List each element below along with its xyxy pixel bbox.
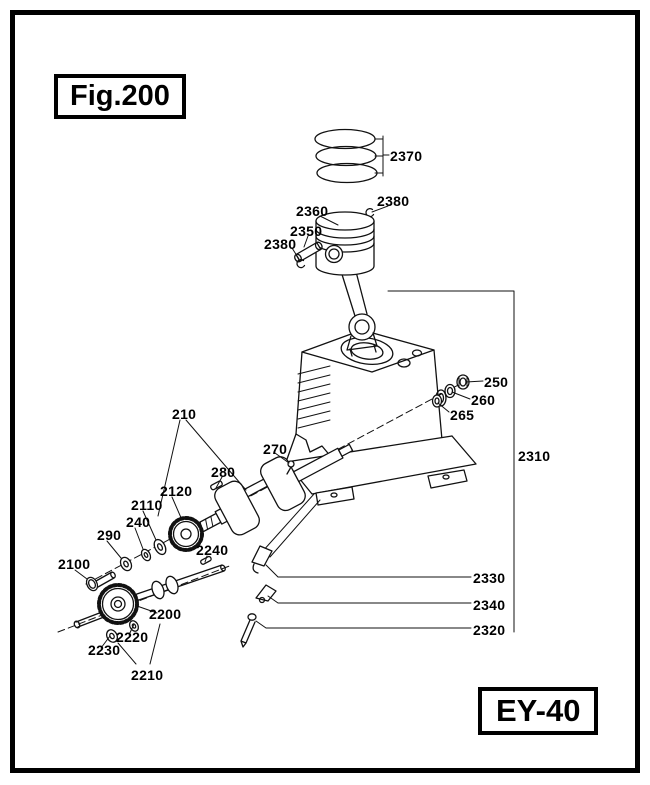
part-label-2360: 2360 [296,203,329,219]
part-label-2100: 2100 [58,556,91,572]
part-label-2370: 2370 [390,148,423,164]
part-label-240: 240 [126,514,151,530]
connecting-rod-drawing [339,263,378,357]
part-label-260: 260 [471,392,496,408]
crank-bolt-drawing [85,571,116,592]
part-label-2330: 2330 [473,570,506,586]
part-label-2200: 2200 [149,606,182,622]
part-label-2320: 2320 [473,622,506,638]
dowel-pin-drawing [286,460,295,475]
part-label-250: 250 [484,374,509,390]
part-label-265: 265 [450,407,475,423]
part-label-270: 270 [263,441,288,457]
part-label-2240: 2240 [196,542,229,558]
governor-parts-drawing [240,493,321,648]
part-label-210: 210 [172,406,197,422]
part-label-2340: 2340 [473,597,506,613]
piston-rings-drawing [314,128,378,184]
part-label-280: 280 [211,464,236,480]
piston-pin-clip-side-drawing [296,258,306,269]
model-number-box: EY-40 [478,687,599,735]
shaft-nut-washers-drawing [431,374,470,408]
part-label-2220: 2220 [116,629,149,645]
crank-gear-drawing [168,516,204,552]
crankcase-drawing [285,329,477,506]
part-label-2310: 2310 [518,448,551,464]
camshaft-drawing [73,564,226,643]
part-label-2230: 2230 [88,642,121,658]
model-number: EY-40 [496,693,581,728]
figure-number: Fig.200 [70,80,170,112]
part-label-2210: 2210 [131,667,164,683]
part-label-2110: 2110 [131,497,163,513]
figure-number-box: Fig.200 [54,74,186,119]
piston-drawing [315,211,375,276]
piston-pin-clip-top-drawing [365,207,375,218]
crankshaft-key-drawing [210,480,223,491]
part-label-290: 290 [97,527,122,543]
part-label-2380-pin: 2380 [264,236,297,252]
part-label-2380-rings: 2380 [377,193,410,209]
part-label-2350: 2350 [290,223,323,239]
part-label-2120: 2120 [160,483,193,499]
diagram-border-frame [10,10,640,773]
crank-washers-drawing [119,538,167,572]
leader-lines [74,135,515,665]
